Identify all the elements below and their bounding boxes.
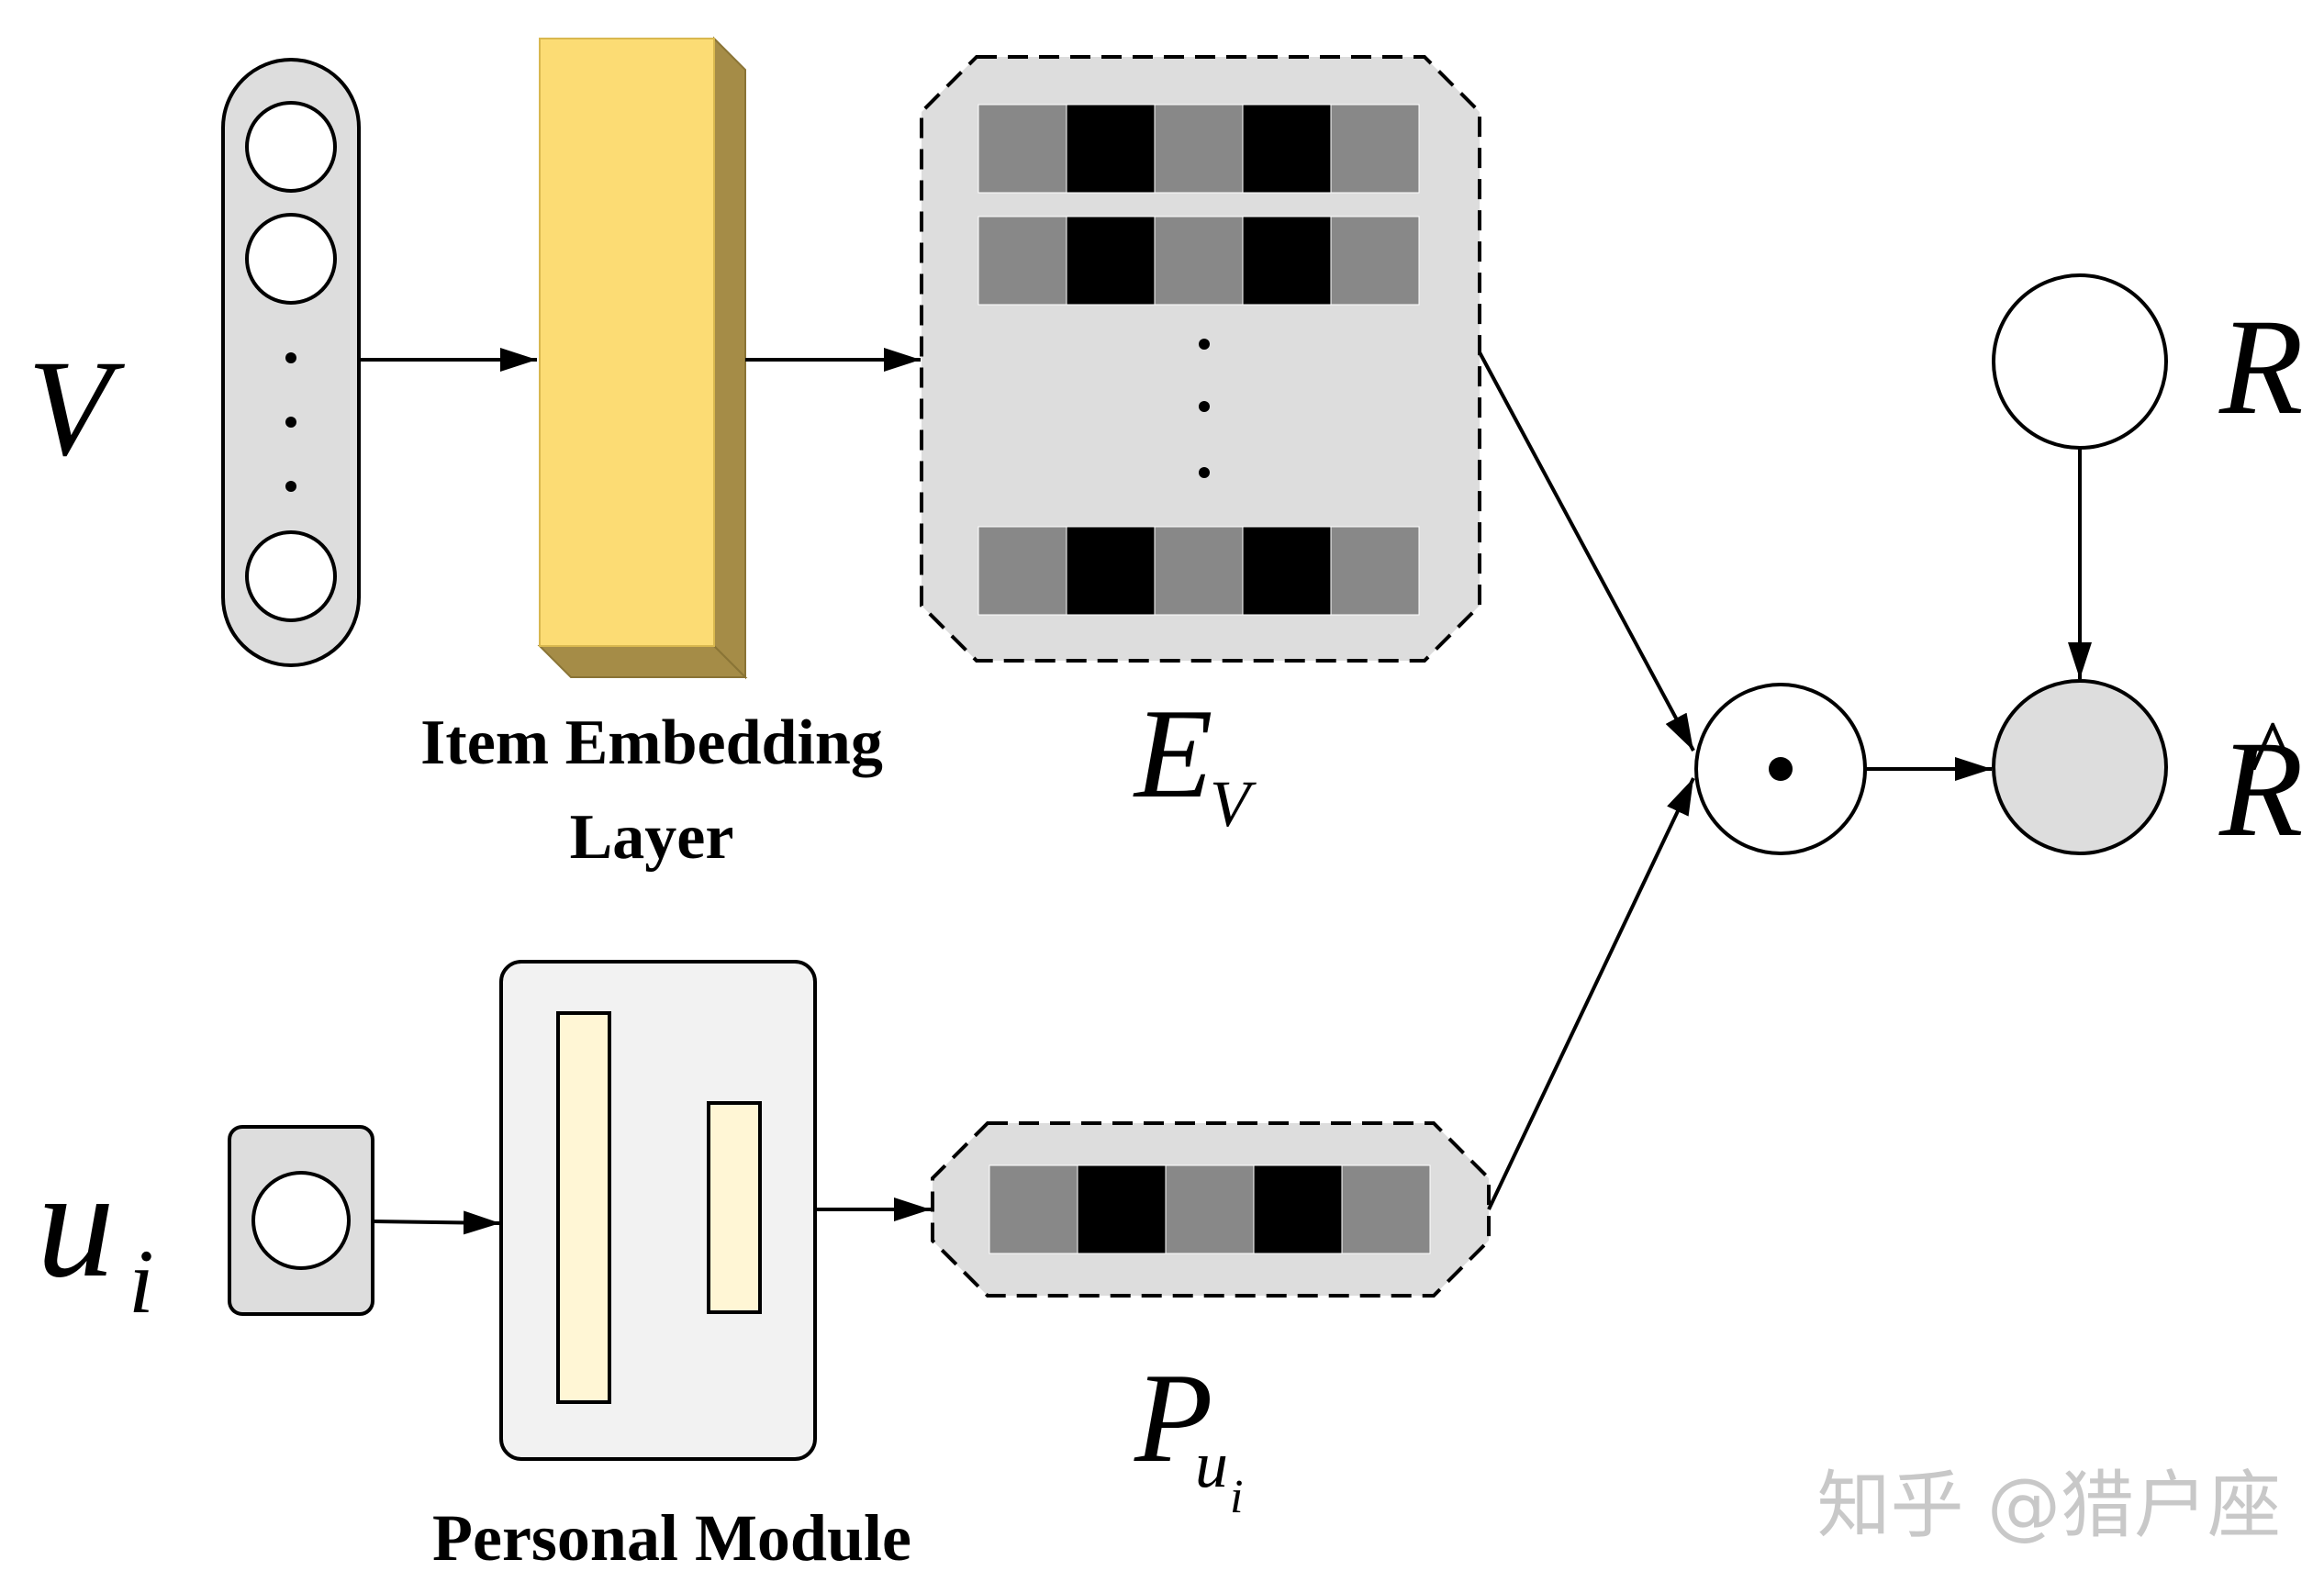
ev-row-cell bbox=[1066, 216, 1156, 306]
item-embedding-layer bbox=[537, 36, 748, 680]
personal-module bbox=[499, 960, 817, 1461]
ev-row-cell bbox=[1154, 526, 1244, 616]
ev-row-cell bbox=[978, 104, 1067, 194]
personal-module-label: Personal Module bbox=[432, 1501, 911, 1575]
ev-row-cell bbox=[1066, 526, 1156, 616]
arrow-u-to-personal-module bbox=[372, 1210, 501, 1235]
arrow-ev-to-dot bbox=[1478, 351, 1695, 752]
ev-row-cell bbox=[1154, 216, 1244, 306]
arrow-pu-to-dot bbox=[1487, 777, 1695, 1210]
ev-row-cell bbox=[1242, 104, 1332, 194]
ev-row-cell bbox=[1154, 104, 1244, 194]
label-ev: E bbox=[1133, 683, 1213, 825]
label-u: u bbox=[37, 1137, 115, 1309]
ev-row-cell bbox=[1066, 104, 1156, 194]
label-pu: P bbox=[1134, 1347, 1213, 1489]
rating-node bbox=[1992, 273, 2168, 450]
item-embedding-label-line1: Item Embedding bbox=[420, 707, 883, 778]
pu-row-cell bbox=[989, 1164, 1078, 1254]
ev-row-cell bbox=[1330, 216, 1420, 306]
ev-row-cell bbox=[978, 216, 1067, 306]
user-input-node bbox=[228, 1125, 374, 1316]
label-r: R bbox=[2218, 291, 2304, 443]
item-embedding-label-line2: Layer bbox=[570, 802, 734, 873]
label-rhat: R bbox=[2218, 713, 2304, 865]
item-embedding-matrix bbox=[920, 55, 1481, 663]
label-u-sub: i bbox=[128, 1231, 154, 1332]
user-preference-vector bbox=[931, 1121, 1491, 1298]
pu-row-cell bbox=[1341, 1164, 1431, 1254]
label-v: V bbox=[28, 332, 126, 485]
pu-row-cell bbox=[1253, 1164, 1343, 1254]
watermark: 知乎 @猎户座 bbox=[1817, 1463, 2281, 1548]
ev-row-cell bbox=[1242, 216, 1332, 306]
ev-row-cell bbox=[1330, 526, 1420, 616]
dot-product-node bbox=[1694, 683, 1867, 855]
pu-row-cell bbox=[1077, 1164, 1167, 1254]
label-pu-subsub: i bbox=[1230, 1471, 1243, 1523]
ev-row-cell bbox=[978, 526, 1067, 616]
pu-row-cell bbox=[1165, 1164, 1255, 1254]
ev-row-cell bbox=[1330, 104, 1420, 194]
label-ev-sub: V bbox=[1210, 767, 1257, 841]
predicted-rating-node bbox=[1992, 679, 2168, 855]
label-rhat-accent: ^ bbox=[2247, 699, 2296, 811]
label-pu-sub: u bbox=[1195, 1428, 1228, 1501]
item-input-vector bbox=[221, 58, 361, 667]
ev-row-cell bbox=[1242, 526, 1332, 616]
